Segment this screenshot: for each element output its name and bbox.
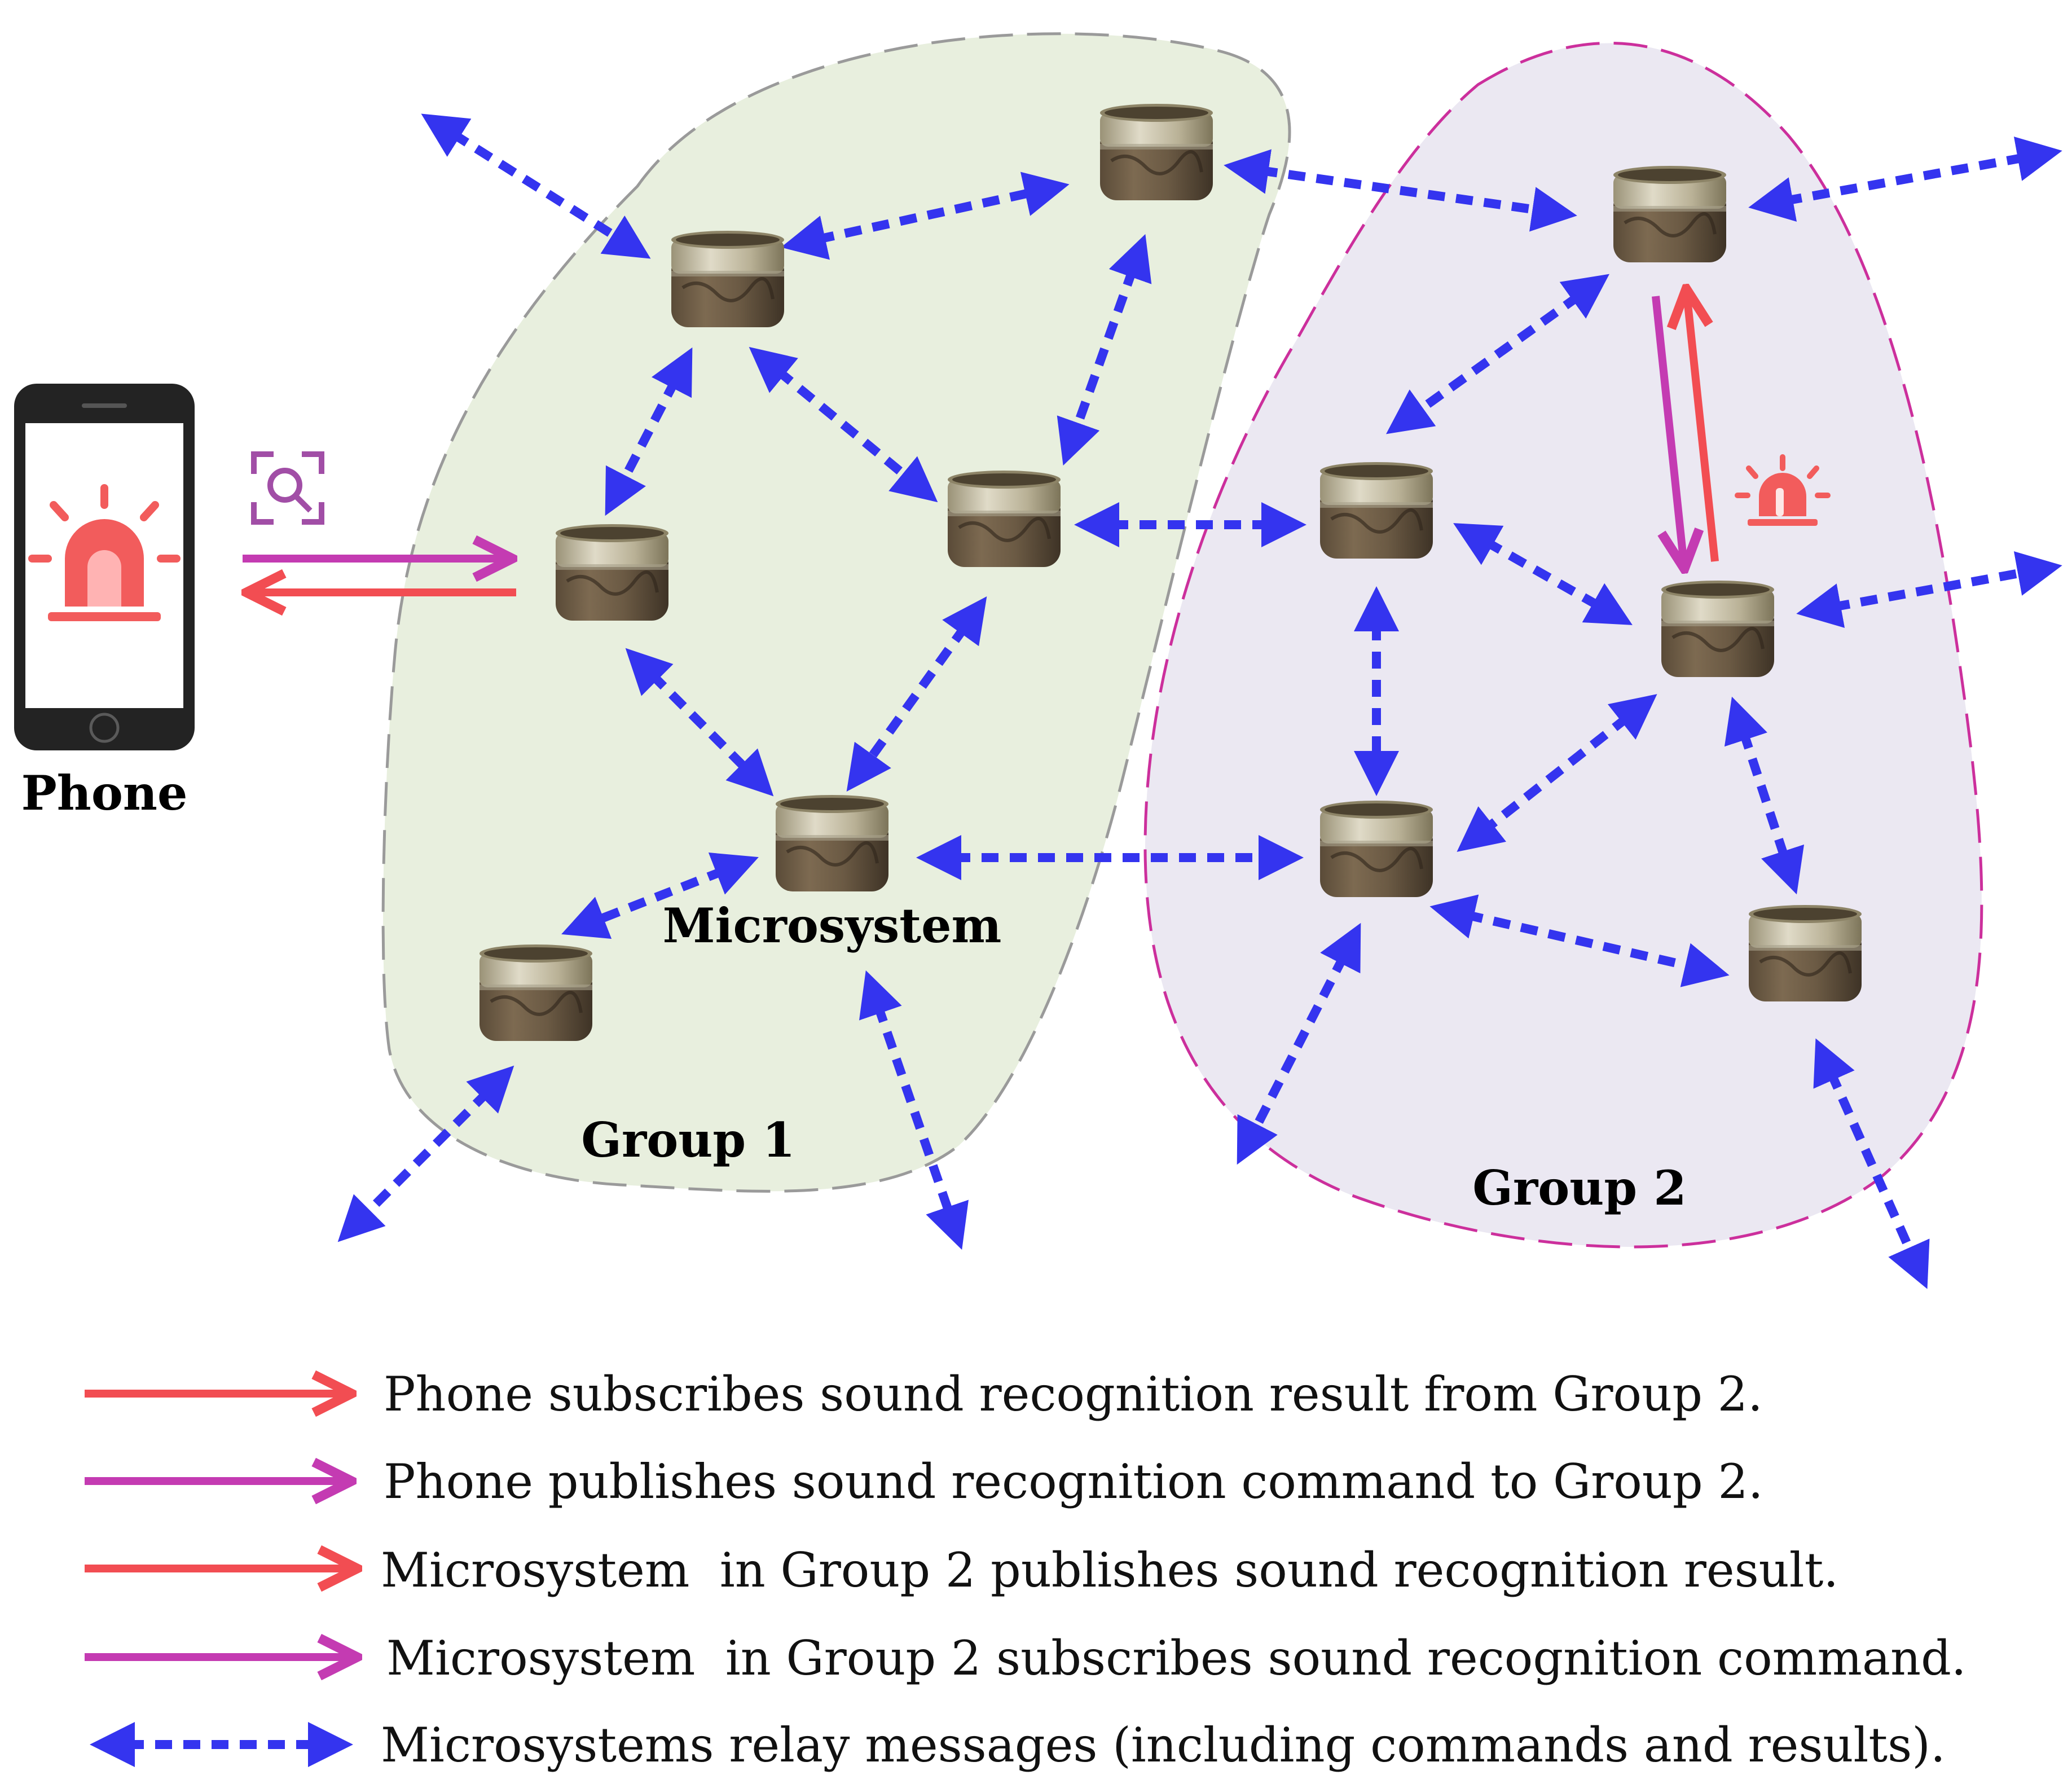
scan-search-icon [251,451,324,525]
relay-links [337,113,2062,1289]
group-2-region [1143,41,1983,1249]
legend-item: Microsystem in Group 2 subscribes sound … [85,1631,1967,1686]
microsystem-device-icon [1661,581,1774,677]
relay-link [859,970,969,1250]
microsystem-device-icon [556,524,668,621]
relay-link [625,648,774,797]
legend-item: Microsystem in Group 2 publishes sound r… [85,1543,1838,1598]
microsystem-device-icon [948,471,1061,567]
relay-link [1224,149,1577,232]
relay-link [337,1065,514,1242]
microsystem-device-icon [479,944,592,1041]
legend-item: Phone subscribes sound recognition resul… [85,1367,1763,1422]
relay-link [1748,137,2062,222]
relay-link [1457,694,1657,852]
microsystem-device-icon [1749,905,1862,1001]
microsystem-device-icon [1100,104,1213,200]
microsystem-publish-arrow [1687,293,1719,562]
legend-item: Microsystems relay messages (including c… [90,1717,1946,1773]
microsystem-device-icon [776,795,888,891]
relay-link [1796,551,2062,628]
relay-link [1453,523,1633,625]
microsystem-device-icon [1320,462,1433,559]
relay-link [1057,234,1152,466]
microsystem-label: Microsystem [663,898,1002,954]
alarm-siren-icon [28,484,181,621]
relay-link [781,172,1070,260]
relay-link [749,346,938,503]
legend-text: Microsystem in Group 2 publishes sound r… [381,1543,1838,1598]
relay-link [846,596,987,792]
legend: Phone subscribes sound recognition resul… [85,1367,1967,1773]
relay-link [1429,894,1730,987]
legend-text: Phone subscribes sound recognition resul… [384,1367,1763,1422]
relay-link [605,347,693,516]
relay-link [1813,1038,1930,1289]
microsystem-subscribe-arrow [1652,296,1684,564]
group-1-label: Group 1 [581,1112,795,1168]
microsystem-device-icon [671,231,784,327]
group-2-label: Group 2 [1472,1160,1687,1216]
legend-text: Phone publishes sound recognition comman… [384,1454,1763,1509]
alarm-siren-icon [1735,454,1831,526]
legend-text: Microsystem in Group 2 subscribes sound … [386,1631,1967,1686]
microsystem-device-icon [1613,166,1726,262]
smartphone-icon [14,384,195,750]
relay-link [1724,696,1805,895]
microsystem-device-icon [1320,801,1433,897]
legend-text: Microsystems relay messages (including c… [381,1717,1946,1773]
relay-link [1237,922,1361,1165]
relay-link [421,113,651,259]
relay-link [561,853,759,939]
phone-label: Phone [21,765,188,821]
relay-link [1385,274,1610,434]
legend-item: Phone publishes sound recognition comman… [85,1454,1763,1509]
